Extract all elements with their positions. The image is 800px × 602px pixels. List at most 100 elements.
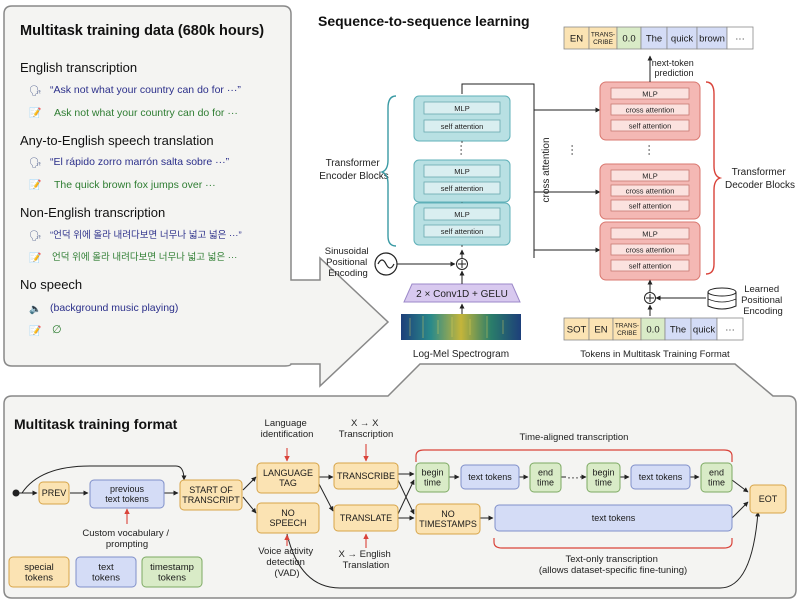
seq2seq-section: Sequence-to-sequence learning Transforme… (318, 13, 795, 360)
text-only-bracket (493, 538, 733, 549)
audio-example: “El rápido zorro marrón salta sobre ···” (50, 156, 230, 168)
prev-token-label: PREV (42, 488, 67, 498)
speaker-icon: 🗣 (29, 230, 42, 242)
token: 0.0 (640, 317, 666, 341)
annotation-arrows (124, 444, 369, 548)
text-example: Ask not what your country can do for ··· (54, 107, 238, 119)
section-heading: Non-English transcription (20, 205, 165, 220)
encoder-brace (379, 95, 397, 247)
token-label: EN (570, 33, 583, 44)
translate-token: TRANSLATE (333, 504, 399, 532)
flow-lines (12, 465, 761, 589)
section-heading: No speech (20, 277, 82, 292)
audio-example: “Ask not what your country can do for ··… (50, 84, 241, 96)
token: quick (690, 317, 718, 341)
section-english-transcription: English transcription 🗣 “Ask not what yo… (20, 60, 241, 119)
sine-wave-glyph (377, 259, 395, 269)
data-panel-frame (3, 5, 390, 388)
token-label: TRANS-CRIBE (615, 323, 639, 337)
token-label: brown (699, 33, 725, 44)
decoder-add-glyph (646, 294, 654, 302)
cross-attention-side-label: cross attention (541, 137, 552, 202)
section-no-speech: No speech 🔈 (background music playing) 📝… (20, 277, 178, 337)
encoder-output-line (461, 83, 535, 258)
eot-token-label: EOT (759, 494, 778, 504)
note-icon: 📝 (29, 324, 41, 337)
section-translation: Any-to-English speech translation 🗣 “El … (20, 133, 230, 191)
token: brown (696, 26, 728, 50)
speaker-icon: 🗣 (29, 85, 42, 97)
translate-token-label: TRANSLATE (340, 513, 392, 523)
audio-example: (background music playing) (50, 302, 178, 314)
audio-example: “언덕 위에 올라 내려다보면 너무나 넓고 넓은 ···” (50, 229, 242, 241)
learned-pos-label: Learned Positional Encoding (741, 284, 785, 317)
time-aligned-bracket (415, 449, 733, 462)
transcribe-token-label: TRANSCRIBE (337, 471, 395, 481)
self-attention-layer-label: self attention (441, 184, 484, 193)
note-icon: 📝 (29, 178, 41, 191)
transcribe-token: TRANSCRIBE (333, 462, 399, 490)
text-tokens-aligned-2-label: text tokens (639, 472, 683, 482)
format-title: Multitask training format (14, 416, 178, 432)
token: 0.0 (616, 26, 642, 50)
conv-label: 2 × Conv1D + GELU (416, 289, 508, 300)
token: ··· (716, 317, 744, 341)
token: EN (588, 317, 614, 341)
token-label: ··· (725, 324, 735, 335)
token: EN (563, 26, 590, 50)
note-icon: 📝 (29, 251, 41, 264)
self-attention-layer-label: self attention (629, 262, 672, 271)
encoder-ellipsis: ··· (455, 144, 469, 156)
multitask-format-panel: Multitask training format (3, 363, 797, 599)
text-example: ∅ (52, 324, 62, 336)
token-label: quick (693, 324, 715, 335)
text-only-label: Text-only transcription (allows dataset-… (539, 554, 687, 576)
music-speaker-icon: 🔈 (29, 304, 41, 315)
lang-id-label: Language identification (261, 418, 314, 440)
cross-attention-layer-label: cross attention (626, 187, 675, 196)
text-example: The quick brown fox jumps over ··· (54, 179, 216, 191)
token: ··· (726, 26, 754, 50)
token: TRANS-CRIBE (612, 317, 642, 341)
xx-transcription-label: X → X Transcription (339, 418, 394, 440)
vad-label: Voice activity detection (VAD) (258, 546, 316, 579)
token: quick (666, 26, 698, 50)
token-label: EN (594, 324, 607, 335)
cross-ellipsis: ··· (566, 144, 580, 156)
spectrogram-texture (409, 316, 504, 338)
token: The (664, 317, 692, 341)
token-label: ··· (735, 33, 745, 44)
time-aligned-label: Time-aligned transcription (520, 432, 629, 443)
tokens-caption: Tokens in Multitask Training Format (580, 349, 730, 360)
mlp-layer-label: MLP (454, 210, 469, 219)
self-attention-layer-label: self attention (629, 202, 672, 211)
mlp-layer-label: MLP (454, 104, 469, 113)
